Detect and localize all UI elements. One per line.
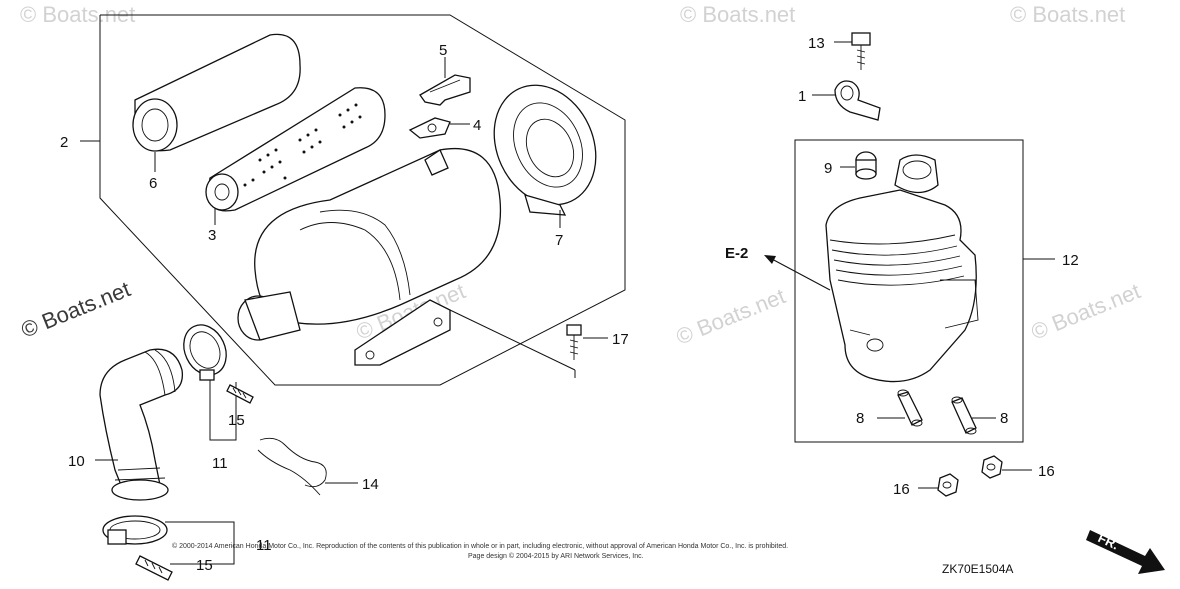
callout-2: 2 (60, 134, 68, 151)
wire-clip-part-14 (257, 437, 327, 496)
watermark: © Boats.net (673, 283, 789, 349)
nut-part-16-left (937, 473, 959, 497)
callout-15-upper: 15 (228, 412, 245, 429)
clip-part-5 (419, 74, 471, 106)
leader-11-15-lower (165, 521, 235, 565)
cover-part-7 (493, 84, 597, 216)
resonator-body (825, 154, 979, 383)
bolt-part-13 (851, 32, 871, 70)
callout-1: 1 (798, 88, 806, 105)
watermark: © Boats.net (1028, 278, 1144, 344)
callout-7: 7 (555, 232, 563, 249)
foam-element-part-6 (132, 33, 301, 152)
leader-housing (449, 309, 576, 371)
clamp-part-4 (408, 117, 451, 139)
copyright-line-2: Page design © 2004-2015 by ARI Network S… (468, 552, 644, 560)
air-cleaner-housing (237, 148, 502, 366)
callout-10: 10 (68, 453, 85, 470)
reference-label: E-2 (725, 245, 748, 262)
callout-6: 6 (149, 175, 157, 192)
tube-part-8-left (897, 389, 923, 427)
grommet-part-9 (855, 151, 877, 180)
callout-9: 9 (824, 160, 832, 177)
callout-16-left: 16 (893, 481, 910, 498)
callout-3: 3 (208, 227, 216, 244)
group-outline-12 (794, 139, 1024, 443)
leader-11-upper (209, 380, 237, 441)
screw-part-15-lower (135, 555, 173, 581)
callout-16-right: 16 (1038, 463, 1055, 480)
callout-5: 5 (439, 42, 447, 59)
watermark-main: © Boats.net (18, 276, 134, 342)
callout-8-right: 8 (1000, 410, 1008, 427)
intake-elbow-part-10 (99, 348, 184, 501)
diagram-code: ZK70E1504A (942, 562, 1013, 576)
watermark: © Boats.net (1010, 2, 1125, 27)
bracket-part-1 (834, 80, 881, 121)
callout-15-lower: 15 (196, 557, 213, 574)
callout-17: 17 (612, 331, 629, 348)
group-outline-2 (99, 14, 626, 386)
callout-12: 12 (1062, 252, 1079, 269)
tube-part-8-right (951, 396, 977, 435)
callout-11-lower: 11 (256, 537, 272, 554)
band-clamp-part-11-lower (102, 515, 168, 545)
callout-14: 14 (362, 476, 379, 493)
watermark: © Boats.net (680, 2, 795, 27)
callout-8-left: 8 (856, 410, 864, 427)
nut-part-16-right (981, 455, 1003, 479)
reference-arrow-head (764, 255, 776, 264)
callout-4: 4 (473, 117, 481, 134)
reference-arrow-line (769, 257, 831, 291)
callout-13: 13 (808, 35, 825, 52)
screw-part-15-upper (226, 384, 254, 404)
callout-11-upper: 11 (212, 455, 228, 472)
front-direction-arrow: FR. (1086, 530, 1165, 574)
bolt-part-17 (566, 324, 582, 360)
inner-element-part-3 (205, 87, 386, 212)
copyright-line-1: © 2000-2014 American Honda Motor Co., In… (172, 542, 788, 550)
band-clamp-part-11 (183, 324, 227, 381)
